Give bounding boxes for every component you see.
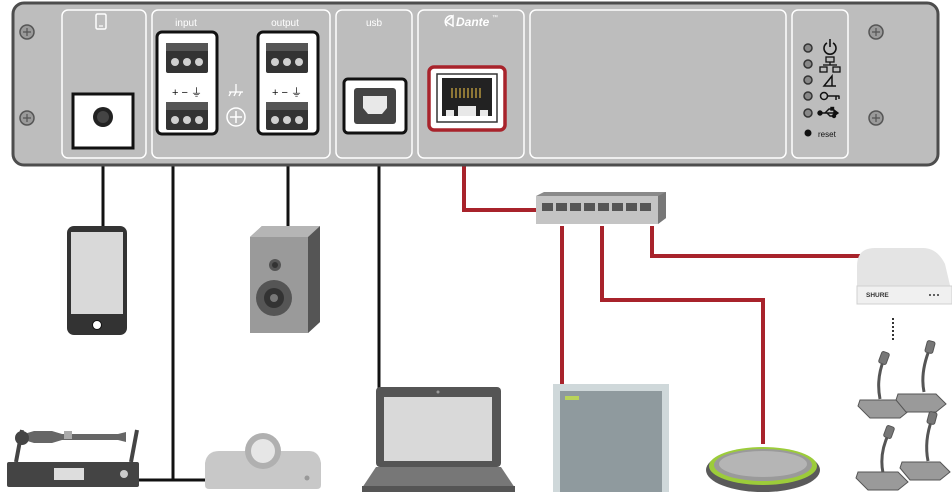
output-terminal-bottom [266, 102, 308, 130]
input-terminal-bottom [166, 102, 208, 130]
dante-logo: Dante ™ [444, 14, 498, 29]
reset-button[interactable] [804, 129, 812, 137]
switch-to-boundary-mic-cable [600, 226, 765, 444]
section-phone [61, 9, 147, 159]
loudspeaker [250, 226, 320, 333]
section-usb [335, 9, 413, 159]
output-polarity-label: + − ⏚ [272, 86, 302, 99]
dante-network-port[interactable] [427, 65, 507, 132]
input-connector[interactable]: + − ⏚ [155, 30, 219, 136]
reset-label: reset [818, 130, 837, 139]
indicator-leds [803, 43, 813, 118]
phone-jack[interactable] [71, 92, 135, 150]
phone-icon [95, 13, 107, 30]
network-switch [536, 192, 666, 224]
gooseneck-mic-1 [857, 351, 911, 419]
wireless-microphone-system [7, 429, 139, 487]
gooseneck-mic-3 [855, 425, 909, 491]
analog-cables [101, 134, 381, 482]
led-power [803, 43, 813, 53]
section-blank [529, 9, 787, 159]
panel-sections [61, 9, 849, 159]
section-indicators [791, 9, 849, 159]
section-analog [151, 9, 331, 159]
chassis-ground-screw [226, 107, 246, 127]
gooseneck-mic-4 [899, 411, 951, 481]
smartphone [67, 226, 127, 335]
gooseneck-mic-2 [895, 340, 947, 413]
output-connector[interactable]: + − ⏚ [256, 30, 320, 136]
output-terminal-top [266, 43, 308, 73]
ground-icon [228, 84, 243, 97]
device-rear-panel: input output + − ⏚ [11, 1, 940, 167]
input-terminal-top [166, 43, 208, 73]
dante-status-icon [822, 73, 836, 87]
input-polarity-label: + − ⏚ [172, 86, 202, 99]
section-dante [417, 9, 525, 159]
projector [205, 433, 321, 489]
laptop [362, 387, 515, 492]
input-label: input [175, 18, 197, 29]
ceiling-array-panel [553, 384, 669, 492]
network-icon [819, 56, 841, 73]
dante-label: Dante [456, 15, 490, 29]
led-network [803, 59, 813, 69]
usb-icon [817, 106, 840, 119]
table-boundary-microphone [706, 447, 820, 492]
led-encryption [803, 91, 813, 101]
power-icon [823, 39, 837, 55]
led-dante [803, 75, 813, 85]
usb-label: usb [366, 18, 383, 29]
wireless-hub: SHURE [856, 248, 952, 342]
dante-trademark: ™ [492, 14, 498, 21]
usb-port[interactable] [342, 77, 408, 135]
output-label: output [271, 18, 299, 29]
switch-to-hub-cable [650, 226, 860, 258]
gooseneck-microphones [855, 340, 951, 491]
key-icon [819, 91, 840, 101]
dante-icon [444, 14, 454, 28]
hub-brand-label: SHURE [866, 292, 889, 299]
led-usb [803, 108, 813, 118]
